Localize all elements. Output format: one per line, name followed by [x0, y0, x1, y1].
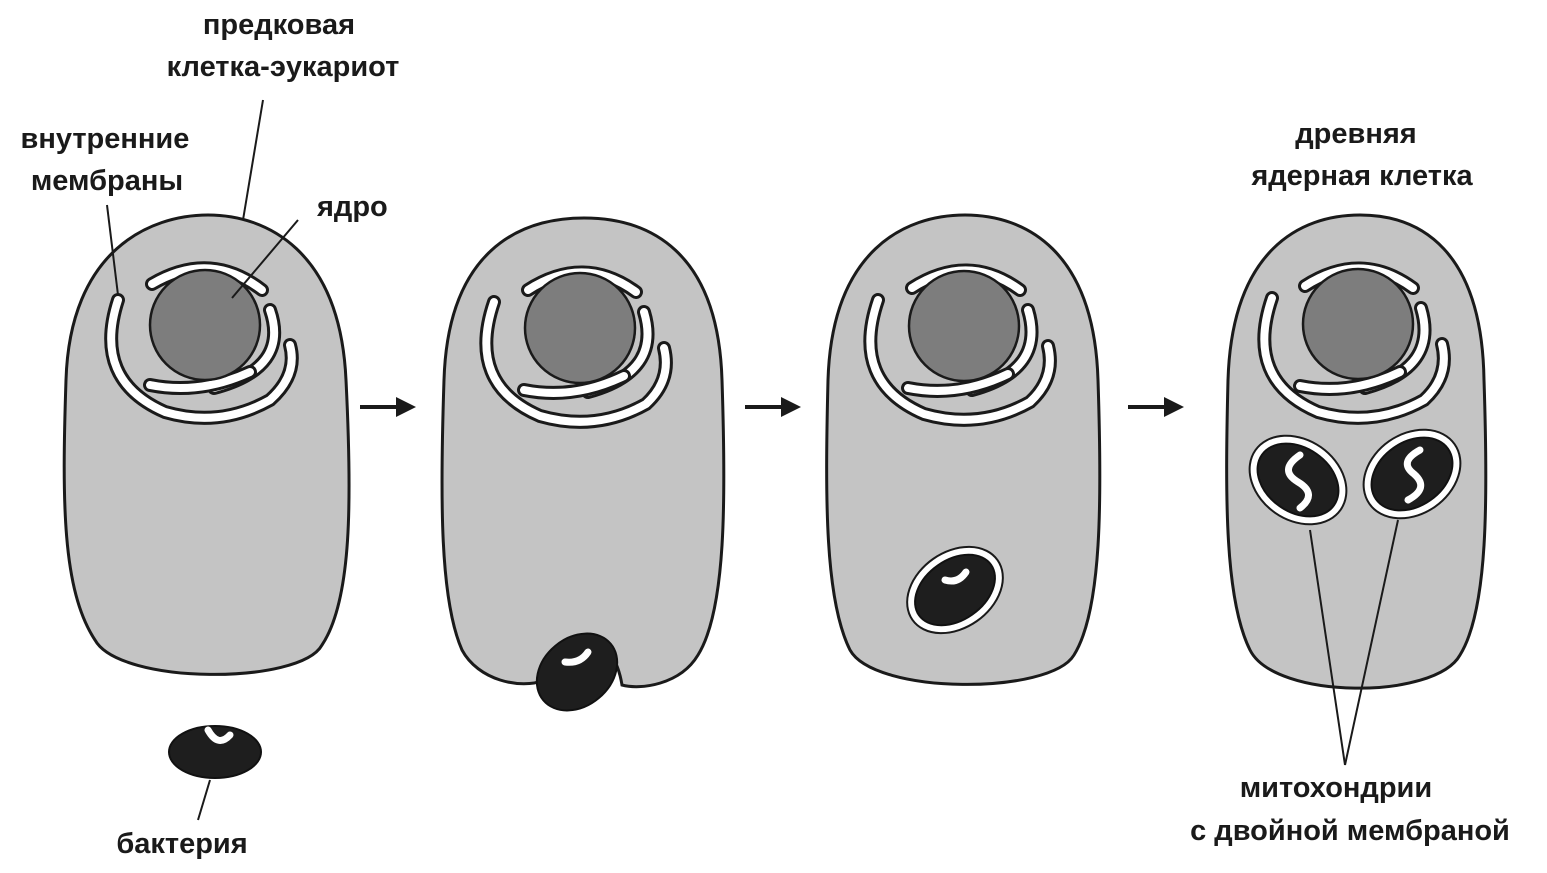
free-bacterium [169, 726, 261, 778]
label-ancestral-cell-line1: предковая [203, 9, 355, 41]
cell-stage-4 [1227, 215, 1486, 688]
cell-stage-2 [442, 218, 724, 726]
label-ancestral-cell-line2: клетка-эукариот [167, 51, 400, 83]
label-bacterium: бактерия [116, 828, 247, 860]
cell-2-nucleus [525, 273, 635, 383]
cell-1-nucleus [150, 270, 260, 380]
label-ancient-cell-line1: древняя [1295, 118, 1416, 150]
label-mitochondria-line2: с двойной мембраной [1190, 815, 1510, 847]
cell-stage-1 [64, 215, 349, 674]
cell-4-nucleus [1303, 269, 1413, 379]
label-inner-membranes-line1: внутренние [21, 123, 190, 155]
label-mitochondria-line1: митохондрии [1240, 772, 1433, 804]
label-inner-membranes-line2: мембраны [31, 165, 183, 197]
label-ancient-cell-line2: ядерная клетка [1250, 160, 1473, 192]
cell-stage-3 [827, 215, 1100, 684]
label-inner-membranes: внутренние мембраны [21, 123, 198, 197]
label-ancient-cell: древняя ядерная клетка [1250, 118, 1473, 192]
cell-3-nucleus [909, 271, 1019, 381]
leader-ancestral-cell [243, 100, 263, 220]
label-mitochondria: митохондрии с двойной мембраной [1190, 772, 1510, 847]
label-ancestral-cell: предковая клетка-эукариот [167, 9, 400, 83]
leader-bacterium [198, 780, 210, 820]
label-nucleus: ядро [316, 191, 388, 223]
